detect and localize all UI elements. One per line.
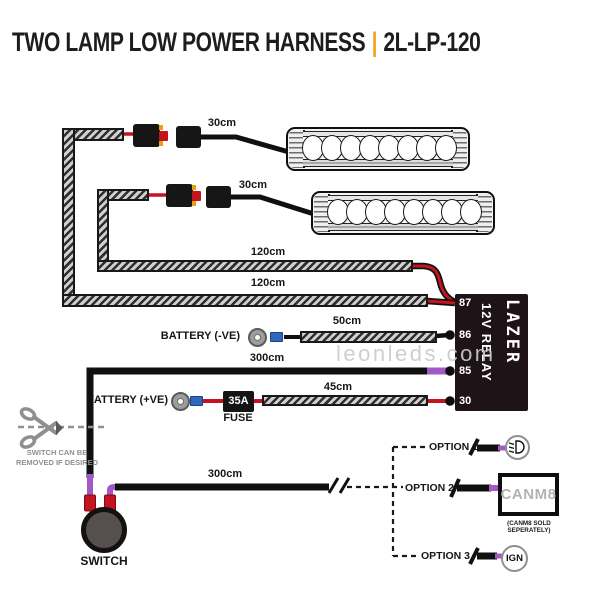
ring-terminal-negative xyxy=(248,328,267,347)
wire-length-300cm-relay: 300cm xyxy=(249,352,285,364)
break-slash-1 xyxy=(327,477,340,494)
option1-label: OPTION 1 xyxy=(429,441,479,453)
relay-box xyxy=(455,294,528,411)
relay-stud-30 xyxy=(445,396,455,406)
relay-pin-86: 86 xyxy=(459,329,472,341)
connector-tab xyxy=(159,125,163,130)
wire-lamp2 xyxy=(228,194,315,217)
cable-battery-neg-50cm xyxy=(300,331,437,343)
fuse-box: 35A xyxy=(223,391,254,412)
light-bar-bottom-rail xyxy=(303,159,453,167)
cable-lamp1-vertical xyxy=(62,128,75,307)
cutter-blade-2 xyxy=(32,421,58,441)
connector-lamp2-plug xyxy=(206,186,231,208)
cable-lamp2-120cm xyxy=(97,260,413,272)
light-bar-lens xyxy=(301,135,457,161)
cable-fuse-45cm xyxy=(262,395,428,406)
connector-lamp2-harness xyxy=(166,184,201,207)
butt-connector-negative xyxy=(270,332,283,342)
relay-pin-30: 30 xyxy=(459,395,472,407)
led xyxy=(434,135,457,161)
cutter-blade-1 xyxy=(32,415,58,435)
option3-label: OPTION 3 xyxy=(421,550,471,562)
switch-wire-right-purple xyxy=(107,484,118,512)
switch-note-line1: SWITCH CAN BE xyxy=(26,448,88,457)
led-light-bar-2 xyxy=(311,191,495,235)
battery-negative-label: BATTERY (-VE) xyxy=(160,330,240,342)
light-bar-bottom-rail xyxy=(328,223,478,231)
connector-pin xyxy=(159,130,168,141)
light-bar-top-rail xyxy=(303,131,453,137)
canm8-note: (CANM8 SOLD SEPERATELY) xyxy=(507,520,551,534)
cable-lamp1-120cm xyxy=(62,294,428,307)
switch-label: SWITCH xyxy=(80,554,128,568)
ring-terminal-hole xyxy=(254,334,261,341)
fuse-label: FUSE xyxy=(223,412,253,424)
option2-label: OPTION 2 xyxy=(405,482,455,494)
relay-pin-85: 85 xyxy=(459,365,472,377)
title-code: 2L-LP-120 xyxy=(383,27,481,57)
wire-length-45cm: 45cm xyxy=(323,381,353,393)
wire-length-30cm-lamp1: 30cm xyxy=(207,117,237,129)
relay-stud-86 xyxy=(445,330,455,340)
connector-lamp1-plug xyxy=(176,126,201,148)
canm8-module: CANM8 xyxy=(498,473,559,516)
cable-length-120cm-lamp2: 120cm xyxy=(250,246,286,258)
switch-button xyxy=(81,507,127,553)
wire-85 xyxy=(86,367,429,478)
connector-tab xyxy=(192,201,196,206)
cutter-jaw xyxy=(56,421,63,435)
option3-slash xyxy=(468,547,480,565)
wire-lamp1 xyxy=(190,134,290,155)
connector-tab xyxy=(192,185,196,190)
relay-label: 12V RELAY xyxy=(479,303,494,382)
title-main: TWO LAMP LOW POWER HARNESS xyxy=(12,27,366,57)
headlight-lamp-shape xyxy=(515,440,525,454)
wire-length-50cm: 50cm xyxy=(332,315,362,327)
led-light-bar-1 xyxy=(286,127,470,171)
relay-brand-logo: LAZER xyxy=(502,299,522,366)
ignition-circle: IGN xyxy=(501,545,528,572)
light-bar-lens xyxy=(326,199,482,225)
title-separator: | xyxy=(371,27,378,57)
watermark: leonleds.com xyxy=(336,341,496,366)
option1-slash xyxy=(468,438,480,456)
wire-87-lower xyxy=(426,299,456,305)
relay-pin-87: 87 xyxy=(459,297,472,309)
light-bar-top-rail xyxy=(328,195,478,201)
dipped-beam-headlight-icon xyxy=(505,435,530,460)
headlight-beam-lines xyxy=(508,442,515,454)
led xyxy=(459,199,482,225)
wire-87-upper xyxy=(412,264,456,304)
relay-stud-85 xyxy=(445,366,455,376)
cable-length-120cm-lamp1: 120cm xyxy=(250,277,286,289)
break-slash-2 xyxy=(338,477,351,494)
wire-length-300cm-options: 300cm xyxy=(207,468,243,480)
ring-terminal-hole xyxy=(177,398,184,405)
wire-cutters-icon xyxy=(19,407,63,449)
page-title: TWO LAMP LOW POWER HARNESS|2L-LP-120 xyxy=(12,27,481,58)
switch-note-line2: REMOVED IF DESIRED xyxy=(15,458,99,467)
connector-pin xyxy=(192,190,201,201)
battery-positive-label: BATTERY (+VE) xyxy=(85,394,168,406)
option2-slash xyxy=(449,478,461,498)
connector-tab xyxy=(159,141,163,146)
wire-length-30cm-lamp2: 30cm xyxy=(238,179,268,191)
butt-connector-positive xyxy=(190,396,203,406)
ring-terminal-positive xyxy=(171,392,190,411)
connector-lamp1-harness xyxy=(133,124,168,147)
